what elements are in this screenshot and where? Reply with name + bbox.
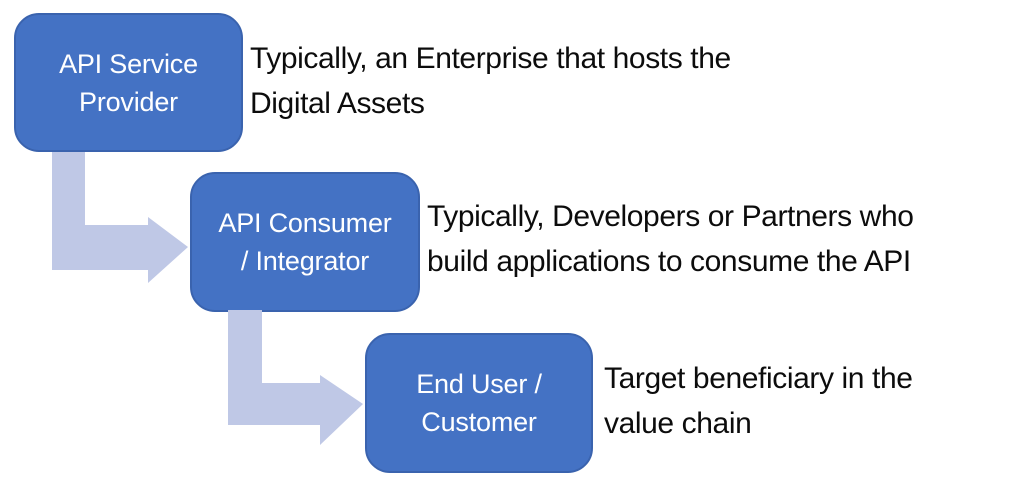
node-api-consumer-integrator-label: API Consumer / Integrator bbox=[218, 208, 392, 276]
description-api-service-provider: Typically, an Enterprise that hosts the … bbox=[250, 42, 731, 120]
node-api-service-provider-label: API Service Provider bbox=[59, 48, 198, 117]
elbow-arrow-2-icon bbox=[228, 310, 363, 445]
node-api-service-provider: API Service Provider bbox=[14, 13, 243, 152]
elbow-arrow-1-icon bbox=[52, 152, 188, 283]
node-end-user-customer: End User / Customer bbox=[365, 333, 593, 473]
node-end-user-customer-label: End User / Customer bbox=[416, 369, 542, 437]
description-api-consumer-integrator: Typically, Developers or Partners who bu… bbox=[427, 200, 914, 278]
description-end-user-customer: Target beneficiary in the value chain bbox=[604, 362, 913, 440]
node-api-consumer-integrator: API Consumer / Integrator bbox=[190, 172, 420, 312]
